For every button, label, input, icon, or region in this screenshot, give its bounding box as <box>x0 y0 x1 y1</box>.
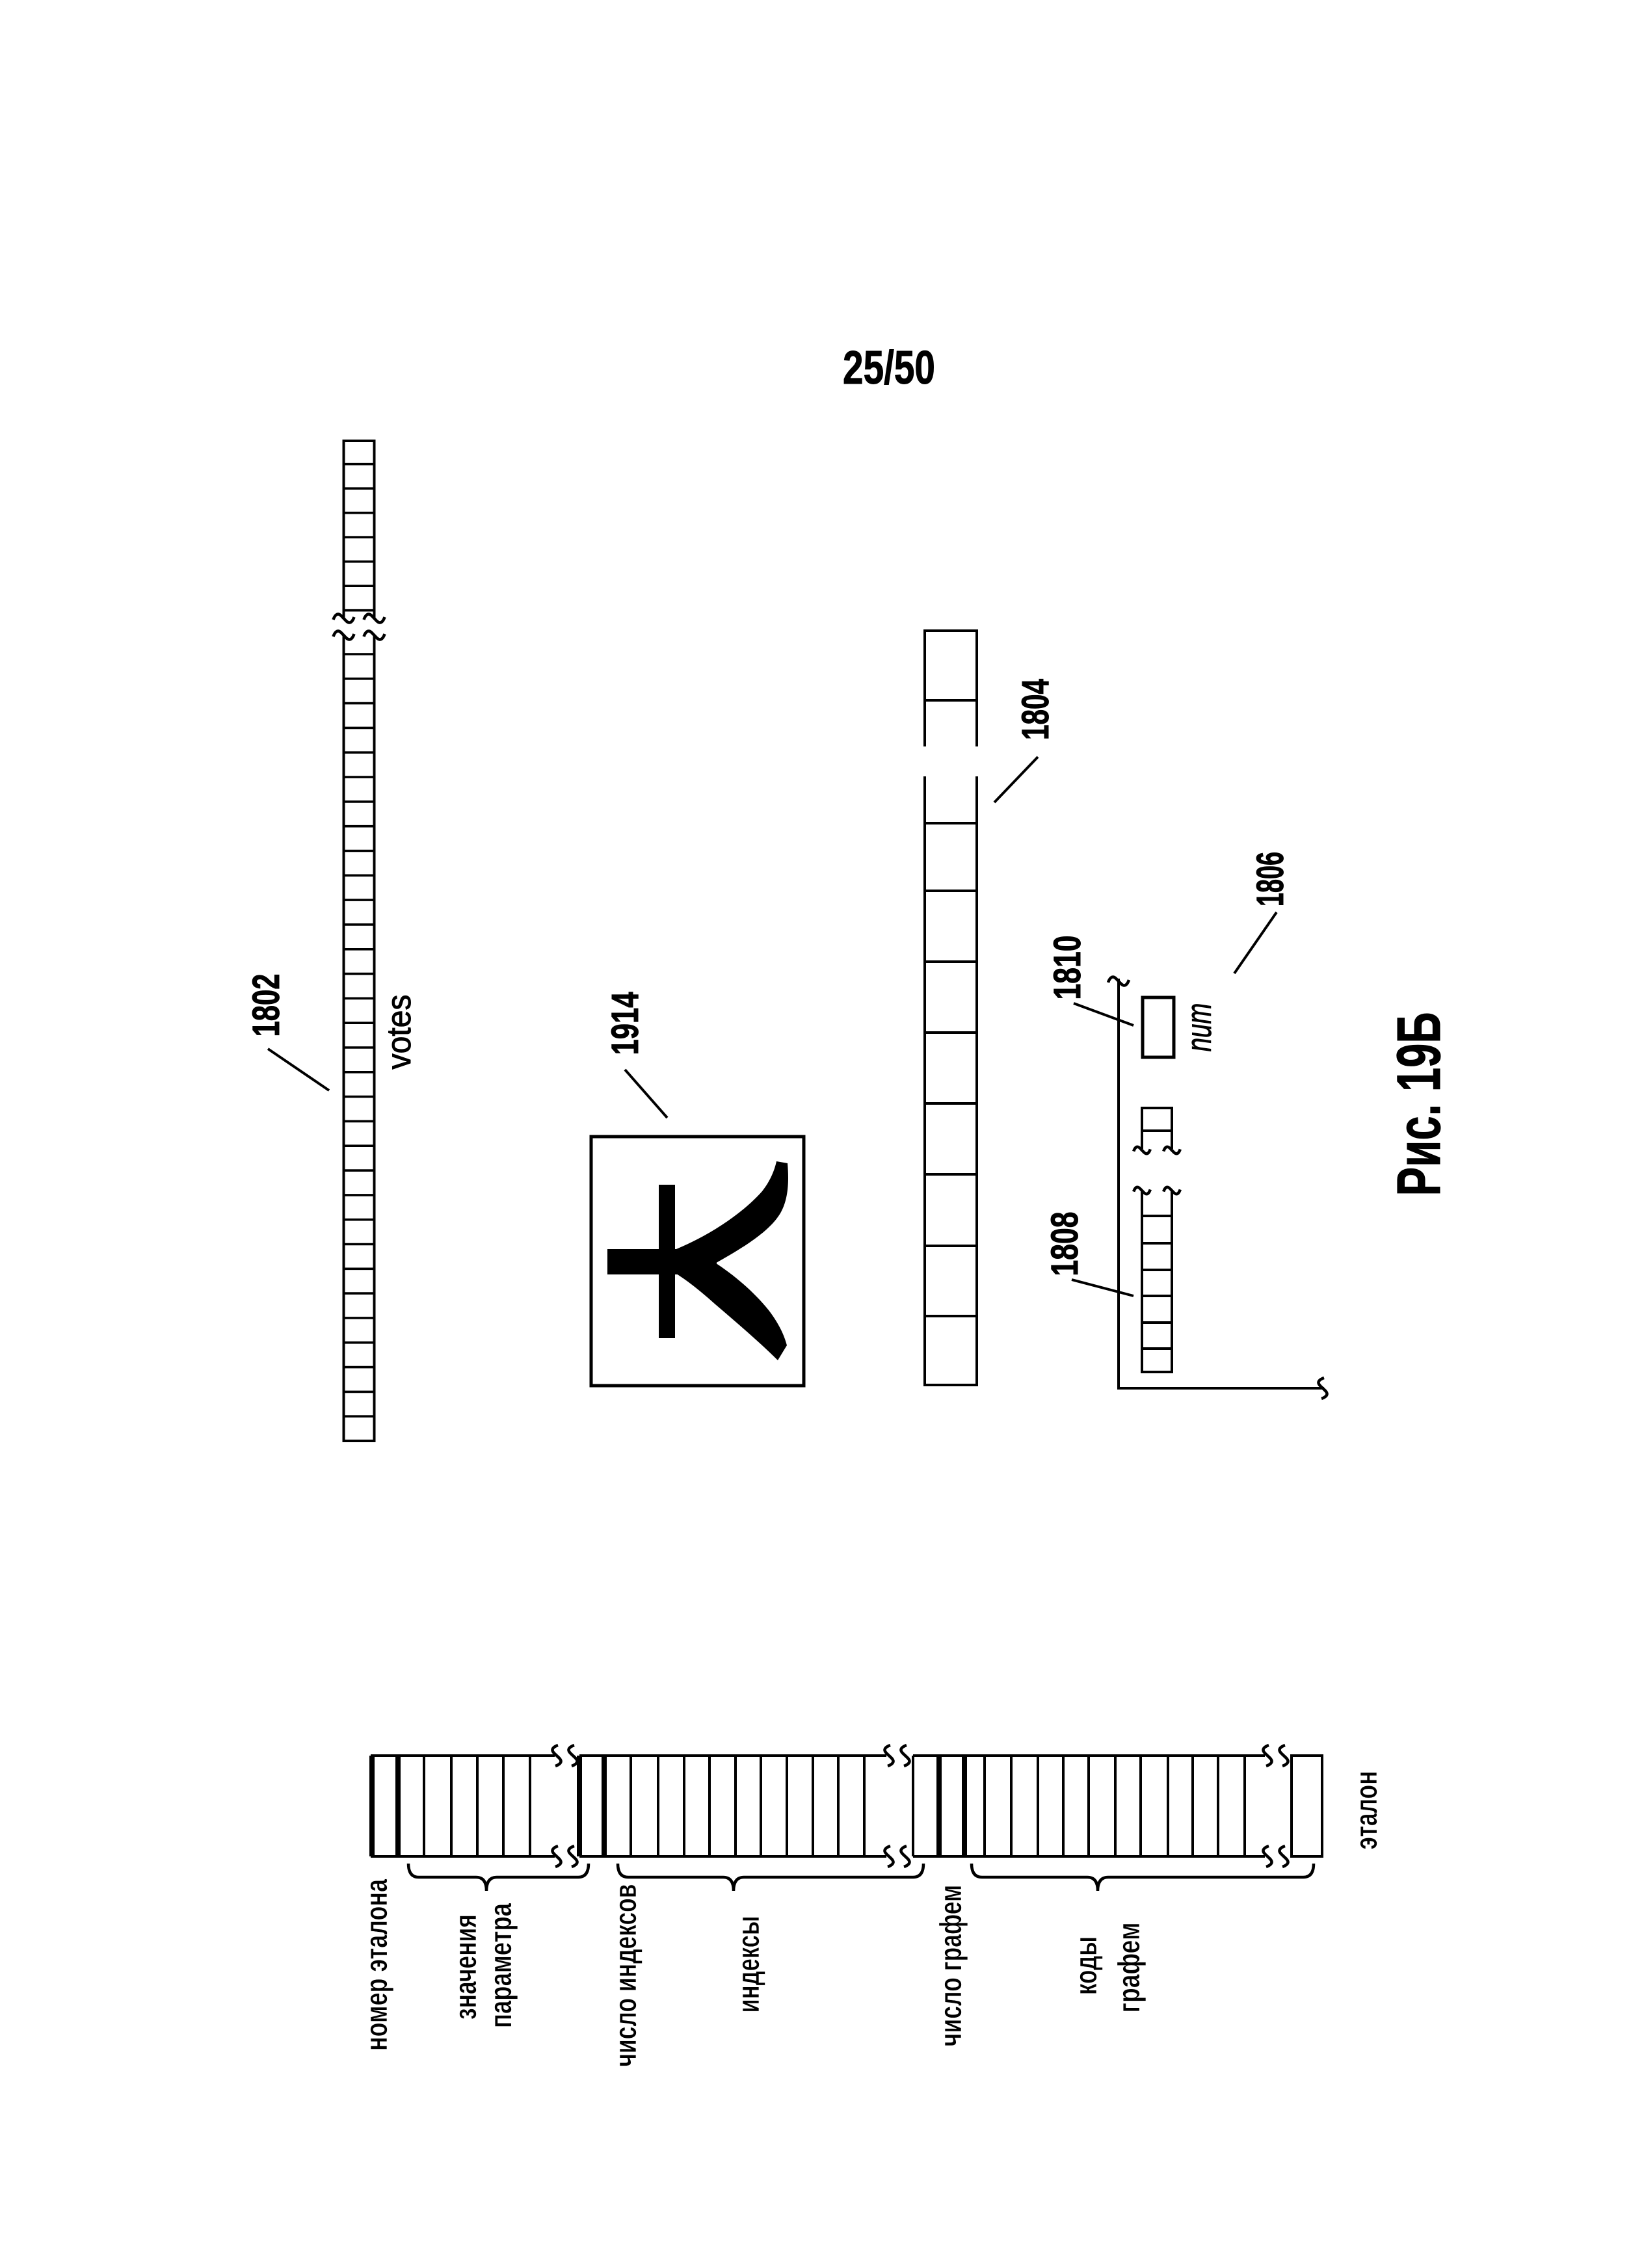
svg-text:1806: 1806 <box>1250 852 1292 906</box>
svg-text:номер эталона: номер эталона <box>359 1879 393 2051</box>
svg-text:1802: 1802 <box>245 973 287 1036</box>
svg-text:индексы: индексы <box>732 1916 765 2013</box>
svg-text:число индексов: число индексов <box>608 1884 643 2067</box>
svg-text:эталон: эталон <box>1349 1771 1383 1850</box>
svg-text:Рис. 19Б: Рис. 19Б <box>1385 1012 1453 1196</box>
svg-text:1810: 1810 <box>1046 936 1088 1000</box>
svg-text:1914: 1914 <box>604 992 646 1055</box>
svg-text:25/50: 25/50 <box>843 341 935 393</box>
svg-text:num: num <box>1180 1003 1219 1052</box>
svg-text:число графем: число графем <box>933 1885 968 2047</box>
svg-text:графем: графем <box>1112 1922 1146 2012</box>
svg-text:1808: 1808 <box>1043 1212 1085 1276</box>
svg-text:votes: votes <box>380 995 418 1070</box>
svg-text:коды: коды <box>1069 1936 1103 1995</box>
svg-text:параметра: параметра <box>484 1903 518 2028</box>
svg-text:1804: 1804 <box>1014 679 1056 740</box>
svg-text:значения: значения <box>448 1914 483 2020</box>
